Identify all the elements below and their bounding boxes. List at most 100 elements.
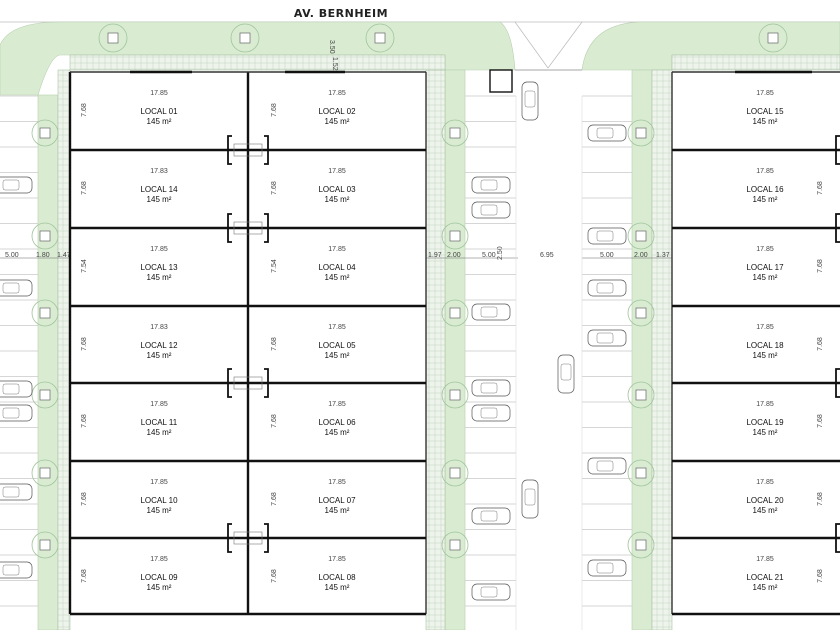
unit-label-right[interactable]: LOCAL 18	[746, 341, 784, 350]
unit-label-mid[interactable]: LOCAL 06	[318, 418, 356, 427]
unit-depth-dimension: 7.68	[817, 569, 824, 583]
unit-area: 145 m²	[325, 273, 350, 282]
unit-label-right[interactable]: LOCAL 21	[746, 573, 784, 582]
utility-shaft	[835, 523, 840, 553]
unit-area: 145 m²	[753, 273, 778, 282]
unit-area: 145 m²	[753, 428, 778, 437]
utility-shaft	[227, 135, 269, 165]
unit-depth-dimension: 7.68	[81, 414, 88, 428]
unit-width-dimension: 17.85	[756, 401, 774, 408]
unit-label-left[interactable]: LOCAL 10	[140, 496, 178, 505]
unit-area: 145 m²	[753, 506, 778, 515]
unit-area: 145 m²	[753, 117, 778, 126]
unit-label-left[interactable]: LOCAL 01	[140, 107, 178, 116]
tree	[31, 299, 59, 327]
gate-diagonal-a	[514, 21, 549, 69]
tree	[31, 119, 59, 147]
dim-road-width: 6.95	[540, 252, 554, 259]
guard-booth	[489, 69, 513, 93]
unit-area: 145 m²	[147, 351, 172, 360]
walkway-left	[57, 69, 71, 630]
unit-width-dimension: 17.85	[328, 324, 346, 331]
unit-width-dimension: 17.85	[150, 246, 168, 253]
dim-mid-strip: 1.97	[428, 252, 442, 259]
dim-mid-parking-b: 2.50	[497, 246, 504, 260]
tree	[31, 222, 59, 250]
tree	[627, 119, 655, 147]
unit-depth-dimension: 7.68	[81, 569, 88, 583]
unit-label-right[interactable]: LOCAL 17	[746, 263, 784, 272]
unit-depth-dimension: 7.68	[817, 181, 824, 195]
unit-label-mid[interactable]: LOCAL 05	[318, 341, 356, 350]
unit-label-mid[interactable]: LOCAL 07	[318, 496, 356, 505]
unit-width-dimension: 17.85	[756, 90, 774, 97]
dim-top-setback: 3.50	[328, 40, 335, 54]
unit-label-right[interactable]: LOCAL 15	[746, 107, 784, 116]
parked-car	[471, 176, 511, 194]
unit-label-mid[interactable]: LOCAL 03	[318, 185, 356, 194]
unit-width-dimension: 17.85	[150, 90, 168, 97]
unit-label-right[interactable]: LOCAL 20	[746, 496, 784, 505]
parked-car	[587, 227, 627, 245]
unit-label-right[interactable]: LOCAL 19	[746, 418, 784, 427]
tree	[31, 531, 59, 559]
unit-width-dimension: 17.85	[756, 168, 774, 175]
parked-car	[471, 379, 511, 397]
unit-area: 145 m²	[147, 506, 172, 515]
parked-car	[0, 279, 33, 297]
dim-left-parking: 5.00	[5, 252, 19, 259]
parked-car	[0, 404, 33, 422]
dim-right-walk: 2.00	[634, 252, 648, 259]
tree	[627, 299, 655, 327]
street-name: AV. BERNHEIM	[294, 7, 388, 20]
tree	[441, 299, 469, 327]
unit-width-dimension: 17.83	[150, 168, 168, 175]
unit-label-left[interactable]: LOCAL 11	[141, 418, 178, 427]
parked-car	[471, 583, 511, 601]
unit-width-dimension: 17.85	[328, 168, 346, 175]
unit-label-right[interactable]: LOCAL 16	[746, 185, 784, 194]
unit-depth-dimension: 7.68	[271, 181, 278, 195]
parked-car	[471, 201, 511, 219]
unit-width-dimension: 17.85	[756, 479, 774, 486]
unit-label-mid[interactable]: LOCAL 04	[318, 263, 356, 272]
unit-width-dimension: 17.85	[756, 246, 774, 253]
unit-depth-dimension: 7.54	[271, 259, 278, 273]
parked-car	[471, 507, 511, 525]
tree	[627, 222, 655, 250]
unit-width-dimension: 17.85	[150, 479, 168, 486]
unit-area: 145 m²	[147, 195, 172, 204]
unit-area: 145 m²	[325, 195, 350, 204]
unit-width-dimension: 17.85	[328, 401, 346, 408]
dim-top-setback-b: 1.52	[331, 57, 338, 71]
walkway-top	[69, 54, 446, 71]
unit-label-left[interactable]: LOCAL 13	[140, 263, 178, 272]
unit-depth-dimension: 7.68	[271, 492, 278, 506]
unit-label-mid[interactable]: LOCAL 08	[318, 573, 356, 582]
unit-depth-dimension: 7.68	[81, 492, 88, 506]
tree	[441, 381, 469, 409]
parked-car	[0, 561, 33, 579]
unit-area: 145 m²	[147, 428, 172, 437]
unit-width-dimension: 17.85	[756, 324, 774, 331]
unit-label-mid[interactable]: LOCAL 02	[318, 107, 356, 116]
unit-label-left[interactable]: LOCAL 12	[140, 341, 178, 350]
unit-width-dimension: 17.83	[150, 324, 168, 331]
unit-depth-dimension: 7.68	[817, 337, 824, 351]
tree	[758, 23, 788, 53]
utility-shaft	[835, 368, 840, 398]
unit-area: 145 m²	[753, 195, 778, 204]
unit-label-left[interactable]: LOCAL 14	[140, 185, 178, 194]
unit-depth-dimension: 7.68	[271, 337, 278, 351]
unit-label-left[interactable]: LOCAL 09	[140, 573, 178, 582]
unit-width-dimension: 17.85	[150, 401, 168, 408]
walkway-right	[651, 69, 673, 630]
unit-area: 145 m²	[325, 583, 350, 592]
tree	[627, 459, 655, 487]
unit-depth-dimension: 7.68	[271, 414, 278, 428]
tree	[441, 222, 469, 250]
parked-car	[587, 457, 627, 475]
utility-shaft	[835, 135, 840, 165]
walkway-top-right	[671, 54, 840, 71]
parked-car	[587, 124, 627, 142]
